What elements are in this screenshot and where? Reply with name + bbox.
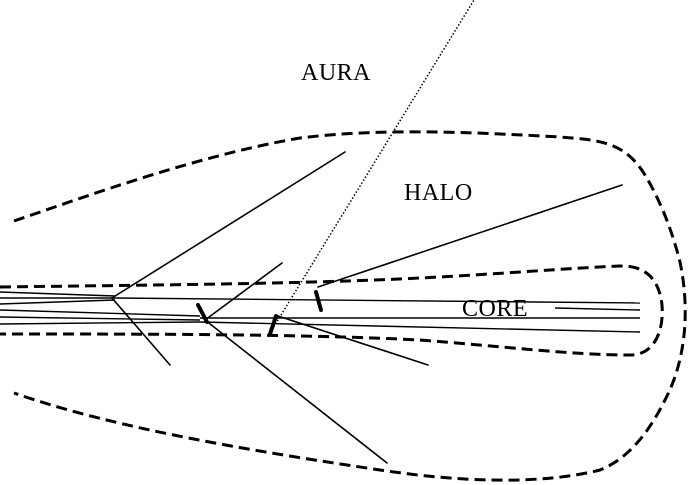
tracks-vertex-1 [111, 151, 346, 366]
track [277, 315, 429, 366]
beam-line [0, 309, 201, 317]
halo-track [317, 184, 623, 288]
core-line [199, 321, 641, 333]
aura-label: AURA [301, 60, 371, 86]
track [204, 262, 283, 321]
core-lines [114, 297, 641, 333]
kink-marker [268, 314, 278, 336]
core-boundary [0, 264, 664, 357]
beam-line [0, 291, 116, 297]
halo-label: HALO [404, 180, 473, 206]
halo-boundary [13, 130, 687, 482]
kink-marker [196, 303, 209, 324]
core-line [114, 297, 641, 304]
kink-markers [196, 290, 323, 336]
incoming-beam [0, 291, 201, 325]
tracks-vertex-3 [277, 315, 429, 366]
track [204, 319, 388, 464]
track [111, 297, 171, 366]
tracks-vertex-2 [204, 262, 388, 464]
track [111, 151, 346, 299]
core-label: CORE [462, 296, 528, 322]
beam-line [0, 299, 116, 305]
beam-line [0, 316, 201, 321]
neutral-track [269, 0, 475, 334]
kink-marker [314, 290, 323, 312]
beam-line [0, 321, 201, 325]
core-line [554, 307, 641, 311]
